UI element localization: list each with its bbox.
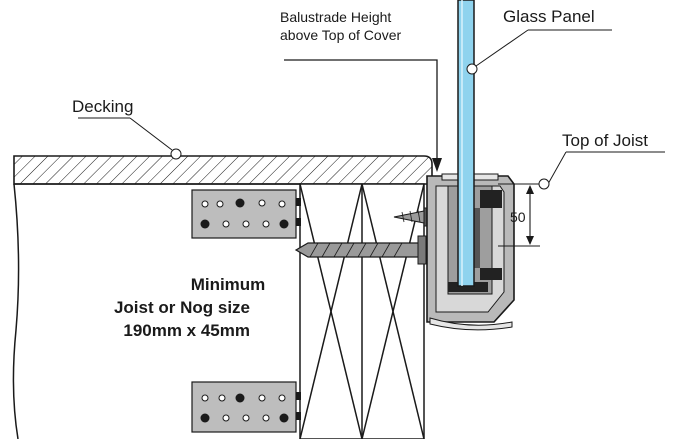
top-of-joist-leader — [538, 151, 665, 190]
decking-leader — [78, 117, 182, 160]
dimension-label: 50 — [510, 209, 526, 225]
balustrade-label-line2: above Top of Cover — [280, 27, 401, 43]
joist-hanger-plate-lower — [191, 381, 301, 433]
joist-hanger-plate-upper — [191, 189, 301, 239]
balustrade-height-arrow — [284, 59, 442, 172]
glass-panel — [457, 0, 475, 287]
joist-note-line1: Minimum — [191, 275, 266, 294]
decking-board — [13, 155, 433, 185]
glass-panel-leader — [466, 29, 612, 75]
dimension-50 — [498, 183, 540, 247]
balustrade-label-line1: Balustrade Height — [280, 9, 391, 25]
top-of-joist-label: Top of Joist — [562, 131, 648, 150]
glass-panel-label: Glass Panel — [503, 7, 595, 26]
joist-note-line2: Joist or Nog size — [114, 298, 250, 317]
decking-label: Decking — [72, 97, 133, 116]
nog-timber — [299, 183, 425, 439]
joist — [12, 183, 300, 439]
joist-note-line3: 190mm x 45mm — [123, 321, 250, 340]
